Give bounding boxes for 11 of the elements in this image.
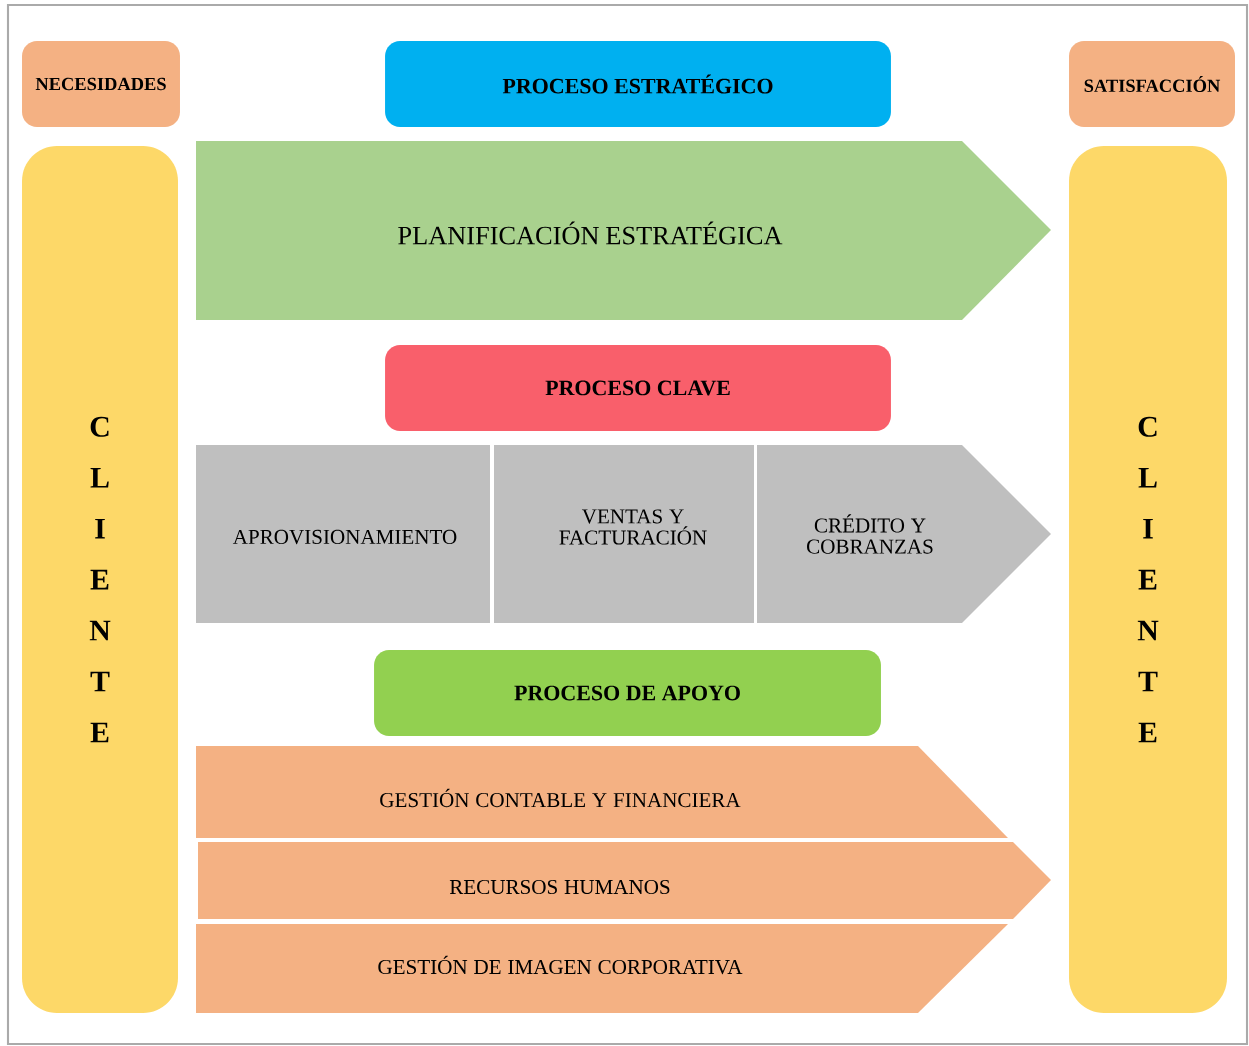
client-bar: C L I E N T E — [22, 146, 178, 1013]
support-band: GESTIÓN DE IMAGEN CORPORATIVA — [196, 924, 1008, 1013]
header-box: NECESIDADES — [22, 41, 180, 127]
process-box: PROCESO ESTRATÉGICO — [385, 41, 891, 127]
header-box: SATISFACCIÓN — [1069, 41, 1235, 127]
process-segment: APROVISIONAMIENTO — [196, 445, 490, 623]
process-segment: VENTAS Y FACTURACIÓN — [494, 445, 754, 623]
client-bar: C L I E N T E — [1069, 146, 1227, 1013]
process-box: PROCESO DE APOYO — [374, 650, 881, 736]
support-band: GESTIÓN CONTABLE Y FINANCIERA — [196, 746, 1008, 838]
process-box: PROCESO CLAVE — [385, 345, 891, 431]
